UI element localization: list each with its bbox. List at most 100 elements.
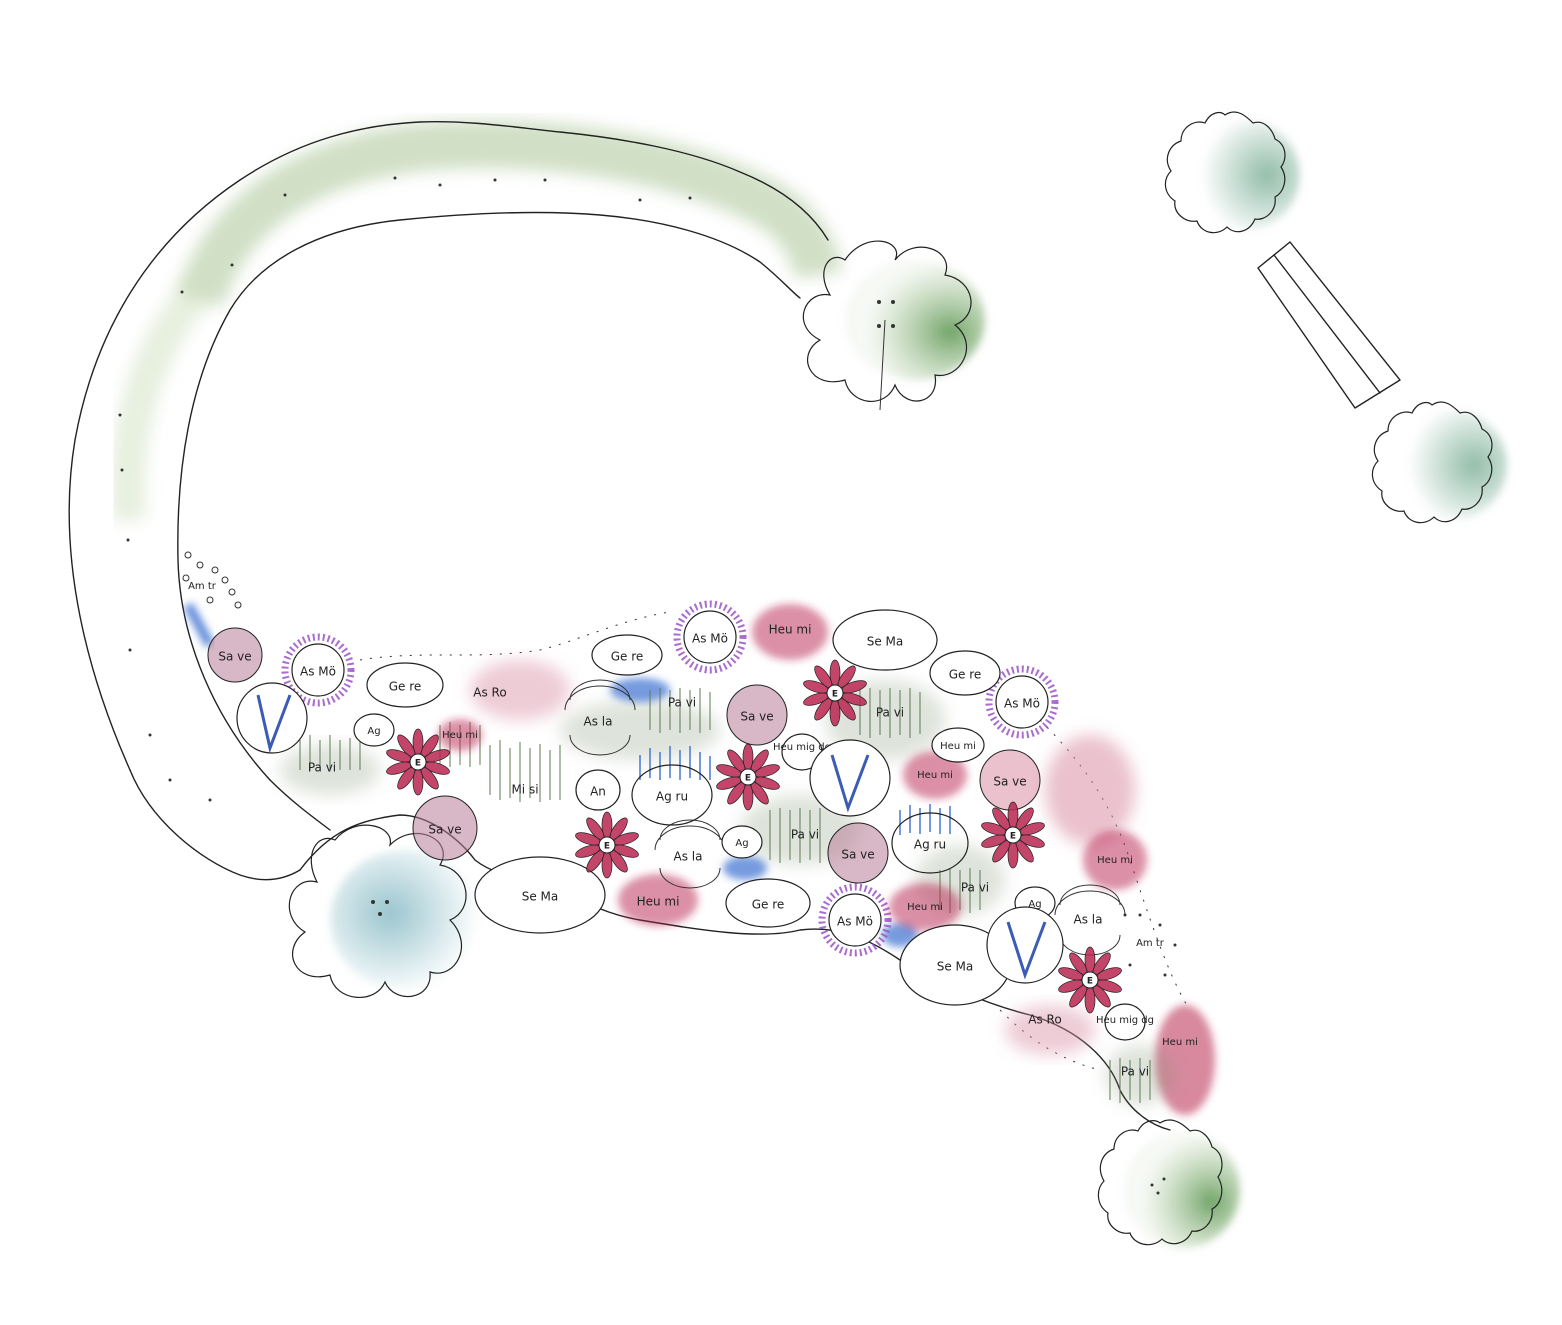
plant-group-heu-mi: Heu mi (1162, 1037, 1198, 1048)
plant-group-heu-mi: Heu mi (618, 874, 698, 926)
flower-icon: E (1058, 946, 1122, 1014)
plant-group-as-mo: As Mö (673, 600, 747, 674)
plant-group-heu-mi: Heu mi (1083, 830, 1147, 890)
plant-group-v: V (809, 739, 891, 817)
plant-group-se-ma: Se Ma (899, 924, 1011, 1006)
label-as-mo: As Mö (837, 915, 873, 929)
plant-group-heu-mig-dg: Heu mig dg (1096, 1003, 1154, 1041)
plant-group-sa-ve: Sa ve (827, 822, 889, 884)
plant-group-se-ma: Se Ma (832, 609, 938, 671)
label-heu-mi: Heu mi (917, 770, 953, 781)
label-heu-mi: Heu mi (442, 730, 478, 741)
label-mi-si: Mi si (511, 783, 538, 797)
label-as-mo: As Mö (300, 665, 336, 679)
bench-icon (1257, 241, 1401, 409)
plant-group-an: An (575, 769, 621, 811)
label-as-mo: As Mö (1004, 697, 1040, 711)
plant-group-pa-vi: Pa vi (308, 761, 336, 775)
plant-group-as-ro: As Ro (473, 686, 506, 700)
label-heu-mi: Heu mi (1097, 855, 1133, 866)
lady-mantle-leaf-icon (802, 240, 985, 411)
label-as-ro: As Ro (473, 686, 506, 700)
label-sa-ve: Sa ve (428, 823, 461, 837)
label-sa-ve: Sa ve (993, 775, 1026, 789)
plant-group-ag-ru: Ag ru (631, 764, 713, 826)
plant-group-pa-vi: Pa vi (961, 881, 989, 895)
label-e: E (832, 690, 838, 700)
flower-icon: E (575, 811, 639, 879)
plant-group-sa-ve: Sa ve (726, 684, 788, 746)
plant-group-pa-vi: Pa vi (1121, 1065, 1149, 1079)
plant-group-as-mo: As Mö (985, 665, 1059, 739)
tree-canopy-icon (1164, 111, 1300, 234)
label-heu-mi: Heu mi (907, 902, 943, 913)
label-sa-ve: Sa ve (841, 848, 874, 862)
label-ge-re: Ge re (949, 668, 982, 682)
label-ag: Ag (1028, 899, 1041, 910)
plant-group-ge-re: Ge re (725, 878, 811, 928)
label-pa-vi: Pa vi (668, 696, 696, 710)
label-as-la: As la (1074, 913, 1103, 927)
plant-group-ge-re: Ge re (366, 662, 444, 708)
label-as-mo: As Mö (692, 632, 728, 646)
label-as-la: As la (674, 850, 703, 864)
label-heu-mi: Heu mi (769, 623, 812, 637)
flower-icon: E (981, 801, 1045, 869)
label-am-tr: Am tr (1136, 938, 1165, 949)
plant-group-sa-ve: Sa ve (207, 627, 263, 683)
plant-group-ag: Ag (721, 825, 763, 859)
plant-group-v: V (236, 682, 308, 754)
label-as-ro: As Ro (1028, 1013, 1061, 1027)
flower-icon: E (803, 659, 867, 727)
plant-group-se-ma: Se Ma (474, 856, 606, 934)
flower-icon: E (716, 743, 780, 811)
plant-group-heu-mi: Heu mi (903, 751, 967, 799)
label-heu-mig-dg: Heu mig dg (773, 742, 831, 753)
label-ge-re: Ge re (752, 898, 785, 912)
plant-group-mi-si: Mi si (511, 783, 538, 797)
label-pa-vi: Pa vi (791, 828, 819, 842)
plant-group-pa-vi: Pa vi (876, 706, 904, 720)
plant-group-sa-ve: Sa ve (412, 795, 478, 861)
plant-group-as-ro: As Ro (1028, 1013, 1061, 1027)
label-heu-mi: Heu mi (940, 741, 976, 752)
label-se-ma: Se Ma (522, 890, 559, 904)
label-ge-re: Ge re (389, 680, 422, 694)
label-e: E (1087, 977, 1093, 987)
plant-group-heu-mi: Heu mi (931, 727, 985, 763)
plant-group-ge-re: Ge re (591, 634, 663, 676)
label-ag: Ag (367, 726, 380, 737)
plant-group-ge-re: Ge re (929, 650, 1001, 696)
label-heu-mi: Heu mi (637, 895, 680, 909)
label-as-la: As la (584, 715, 613, 729)
label-ag-ru: Ag ru (656, 790, 688, 804)
plant-group-am-tr: Am tr (182, 551, 242, 609)
label-heu-mi: Heu mi (1162, 1037, 1198, 1048)
plant-group-ag-ru: Ag ru (891, 812, 969, 874)
label-sa-ve: Sa ve (218, 650, 251, 664)
label-se-ma: Se Ma (937, 960, 974, 974)
plant-group-pa-vi: Pa vi (791, 828, 819, 842)
label-e: E (604, 842, 610, 852)
plant-group-heu-mi: Heu mi (438, 719, 482, 751)
label-an: An (590, 785, 606, 799)
label-e: E (745, 774, 751, 784)
label-pa-vi: Pa vi (1121, 1065, 1149, 1079)
curved-path (68, 120, 842, 881)
plant-group-pa-vi: Pa vi (668, 696, 696, 710)
plant-group-as-la: As la (564, 679, 636, 756)
label-pa-vi: Pa vi (961, 881, 989, 895)
plant-group-as-la: As la (1054, 884, 1126, 956)
label-e: E (415, 759, 421, 769)
label-pa-vi: Pa vi (876, 706, 904, 720)
tree-canopy-icon (1097, 1119, 1240, 1248)
label-am-tr: Am tr (188, 581, 217, 592)
label-ag: Ag (735, 838, 748, 849)
label-sa-ve: Sa ve (740, 710, 773, 724)
plant-group-heu-mi: Heu mi (752, 604, 828, 660)
plant-group-as-mo: As Mö (281, 633, 355, 707)
label-e: E (1010, 832, 1016, 842)
plant-group-ag: Ag (353, 713, 395, 747)
label-pa-vi: Pa vi (308, 761, 336, 775)
